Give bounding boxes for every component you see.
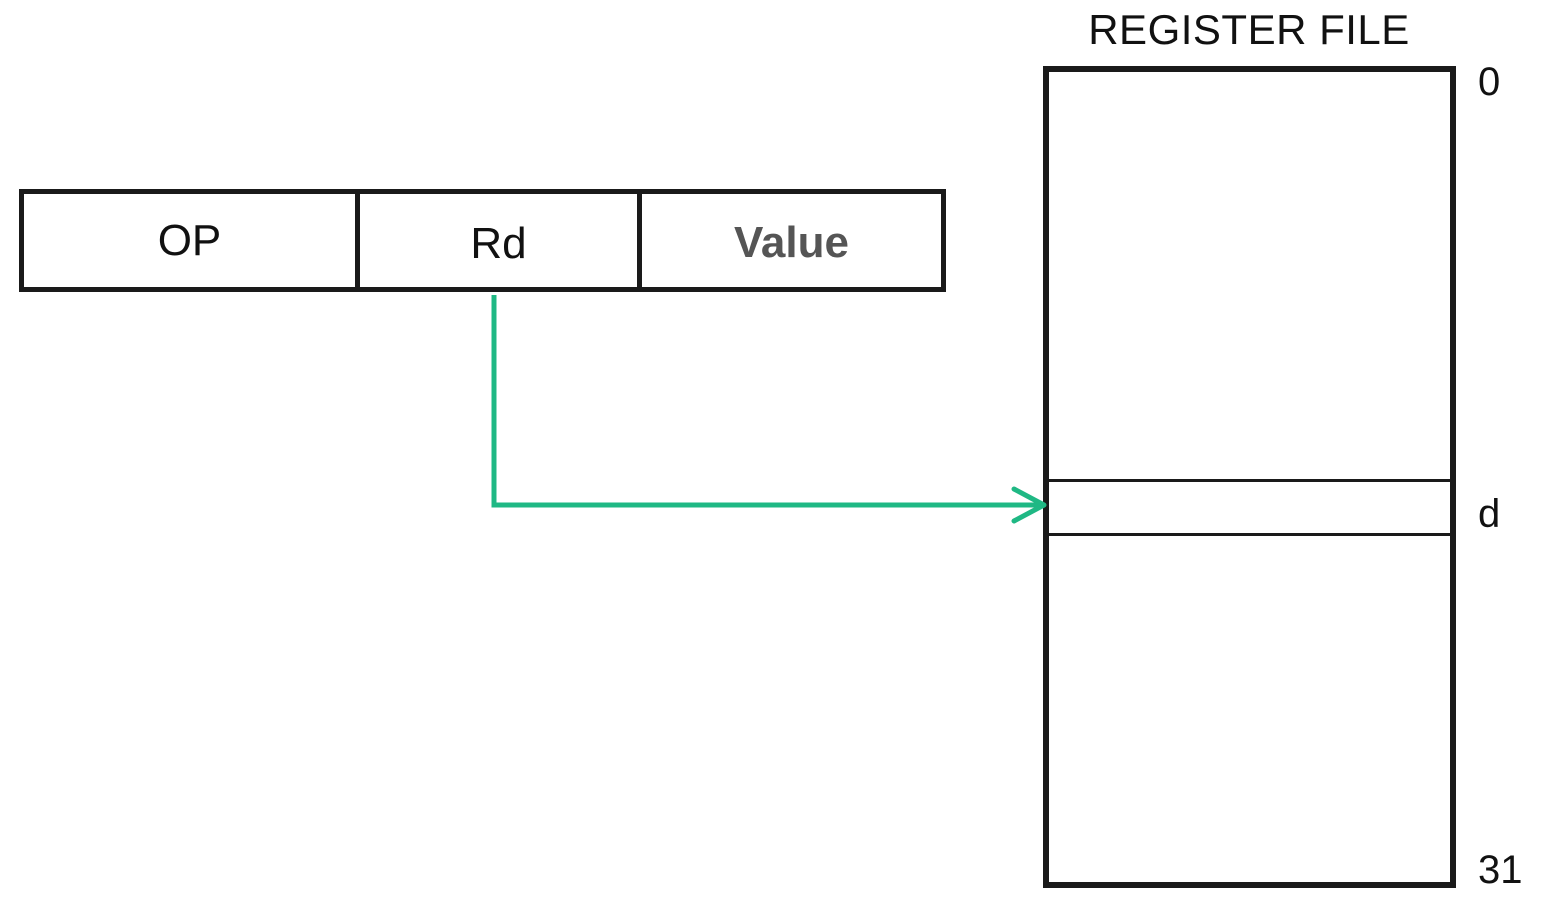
register-index-selected: d <box>1478 492 1501 536</box>
register-index-top: 0 <box>1478 60 1501 104</box>
arrow-path <box>491 295 1042 508</box>
rd-field: Rd <box>360 194 642 287</box>
instruction-format: OP Rd Value <box>19 189 946 292</box>
value-field: Value <box>734 217 849 267</box>
register-file-title: REGISTER FILE <box>1088 6 1410 53</box>
op-field: OP <box>24 194 360 287</box>
register-index-bottom: 31 <box>1478 848 1523 892</box>
register-d-row <box>1049 479 1450 536</box>
arrow-head <box>1011 486 1047 524</box>
register-file <box>1043 66 1456 888</box>
